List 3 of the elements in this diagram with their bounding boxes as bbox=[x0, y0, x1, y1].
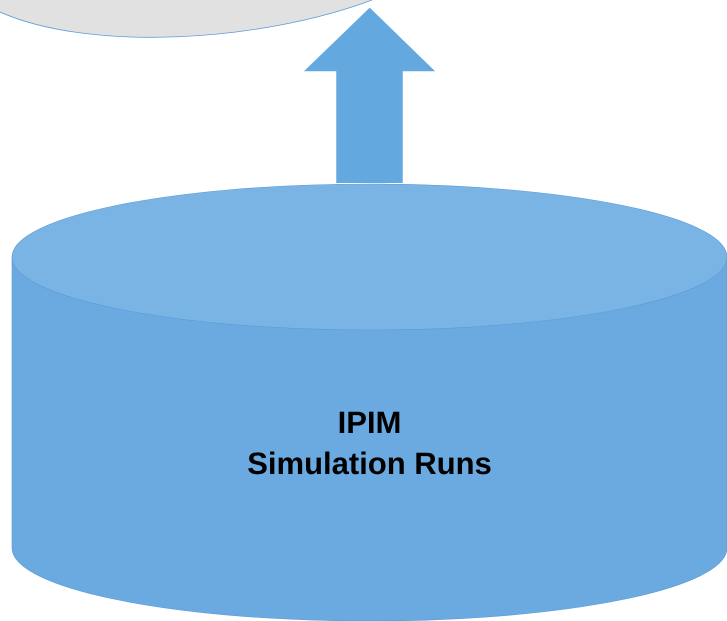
cylinder: IPIM Simulation Runs bbox=[12, 184, 727, 621]
document-shape bbox=[0, 0, 372, 38]
block-arrow bbox=[304, 8, 435, 184]
